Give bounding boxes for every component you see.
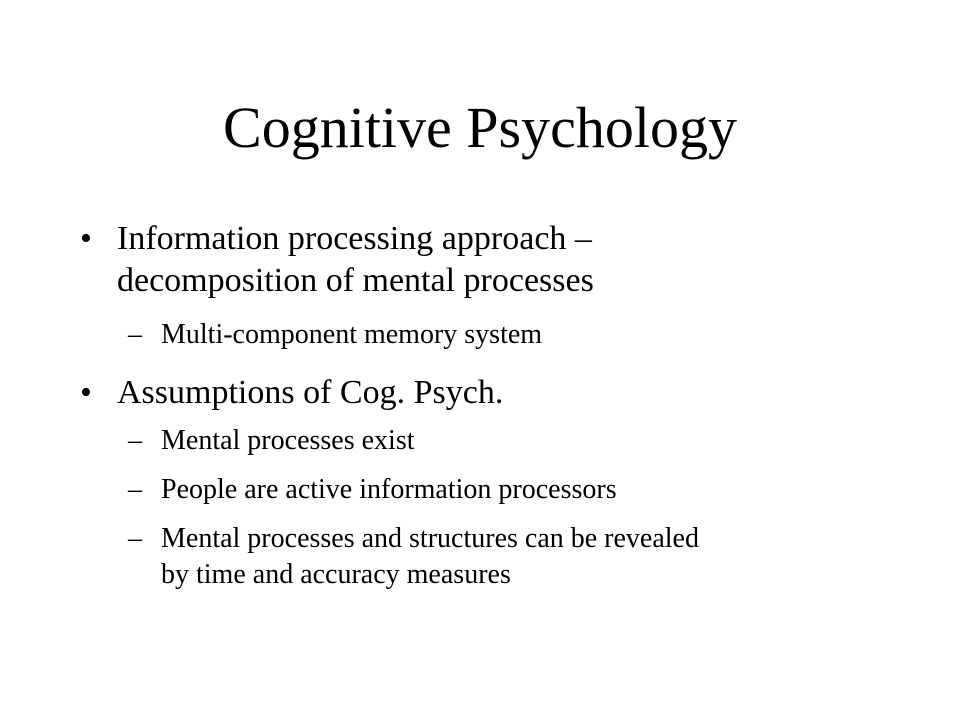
sub-bullet-text: Mental processes exist [161,425,415,456]
dash-marker: – [128,425,142,456]
dash-marker: – [128,474,142,505]
sub-bullet-text-line: by time and accuracy measures [161,559,511,590]
bullet-text: Assumptions of Cog. Psych. [117,372,877,414]
bullet-marker: • [80,220,92,257]
sub-bullet-text: Multi-component memory system [161,319,543,350]
sub-bullet-text: Mental processes and structures can be r… [161,521,906,593]
bullet-text-line: Information processing approach – [117,220,592,257]
bullet-text-line: decomposition of mental processes [117,262,594,299]
sub-bullet-text-line: Mental processes and structures can be r… [161,523,699,554]
dash-marker: – [128,523,142,554]
bullet-marker: • [80,374,92,411]
bullet-text-line: Assumptions of Cog. Psych. [117,374,504,411]
dash-marker: – [128,319,142,350]
bullet-text: Information processing approach – decomp… [117,218,877,302]
sub-bullet-text: People are active information processors [161,474,617,505]
slide-title: Cognitive Psychology [223,95,737,160]
